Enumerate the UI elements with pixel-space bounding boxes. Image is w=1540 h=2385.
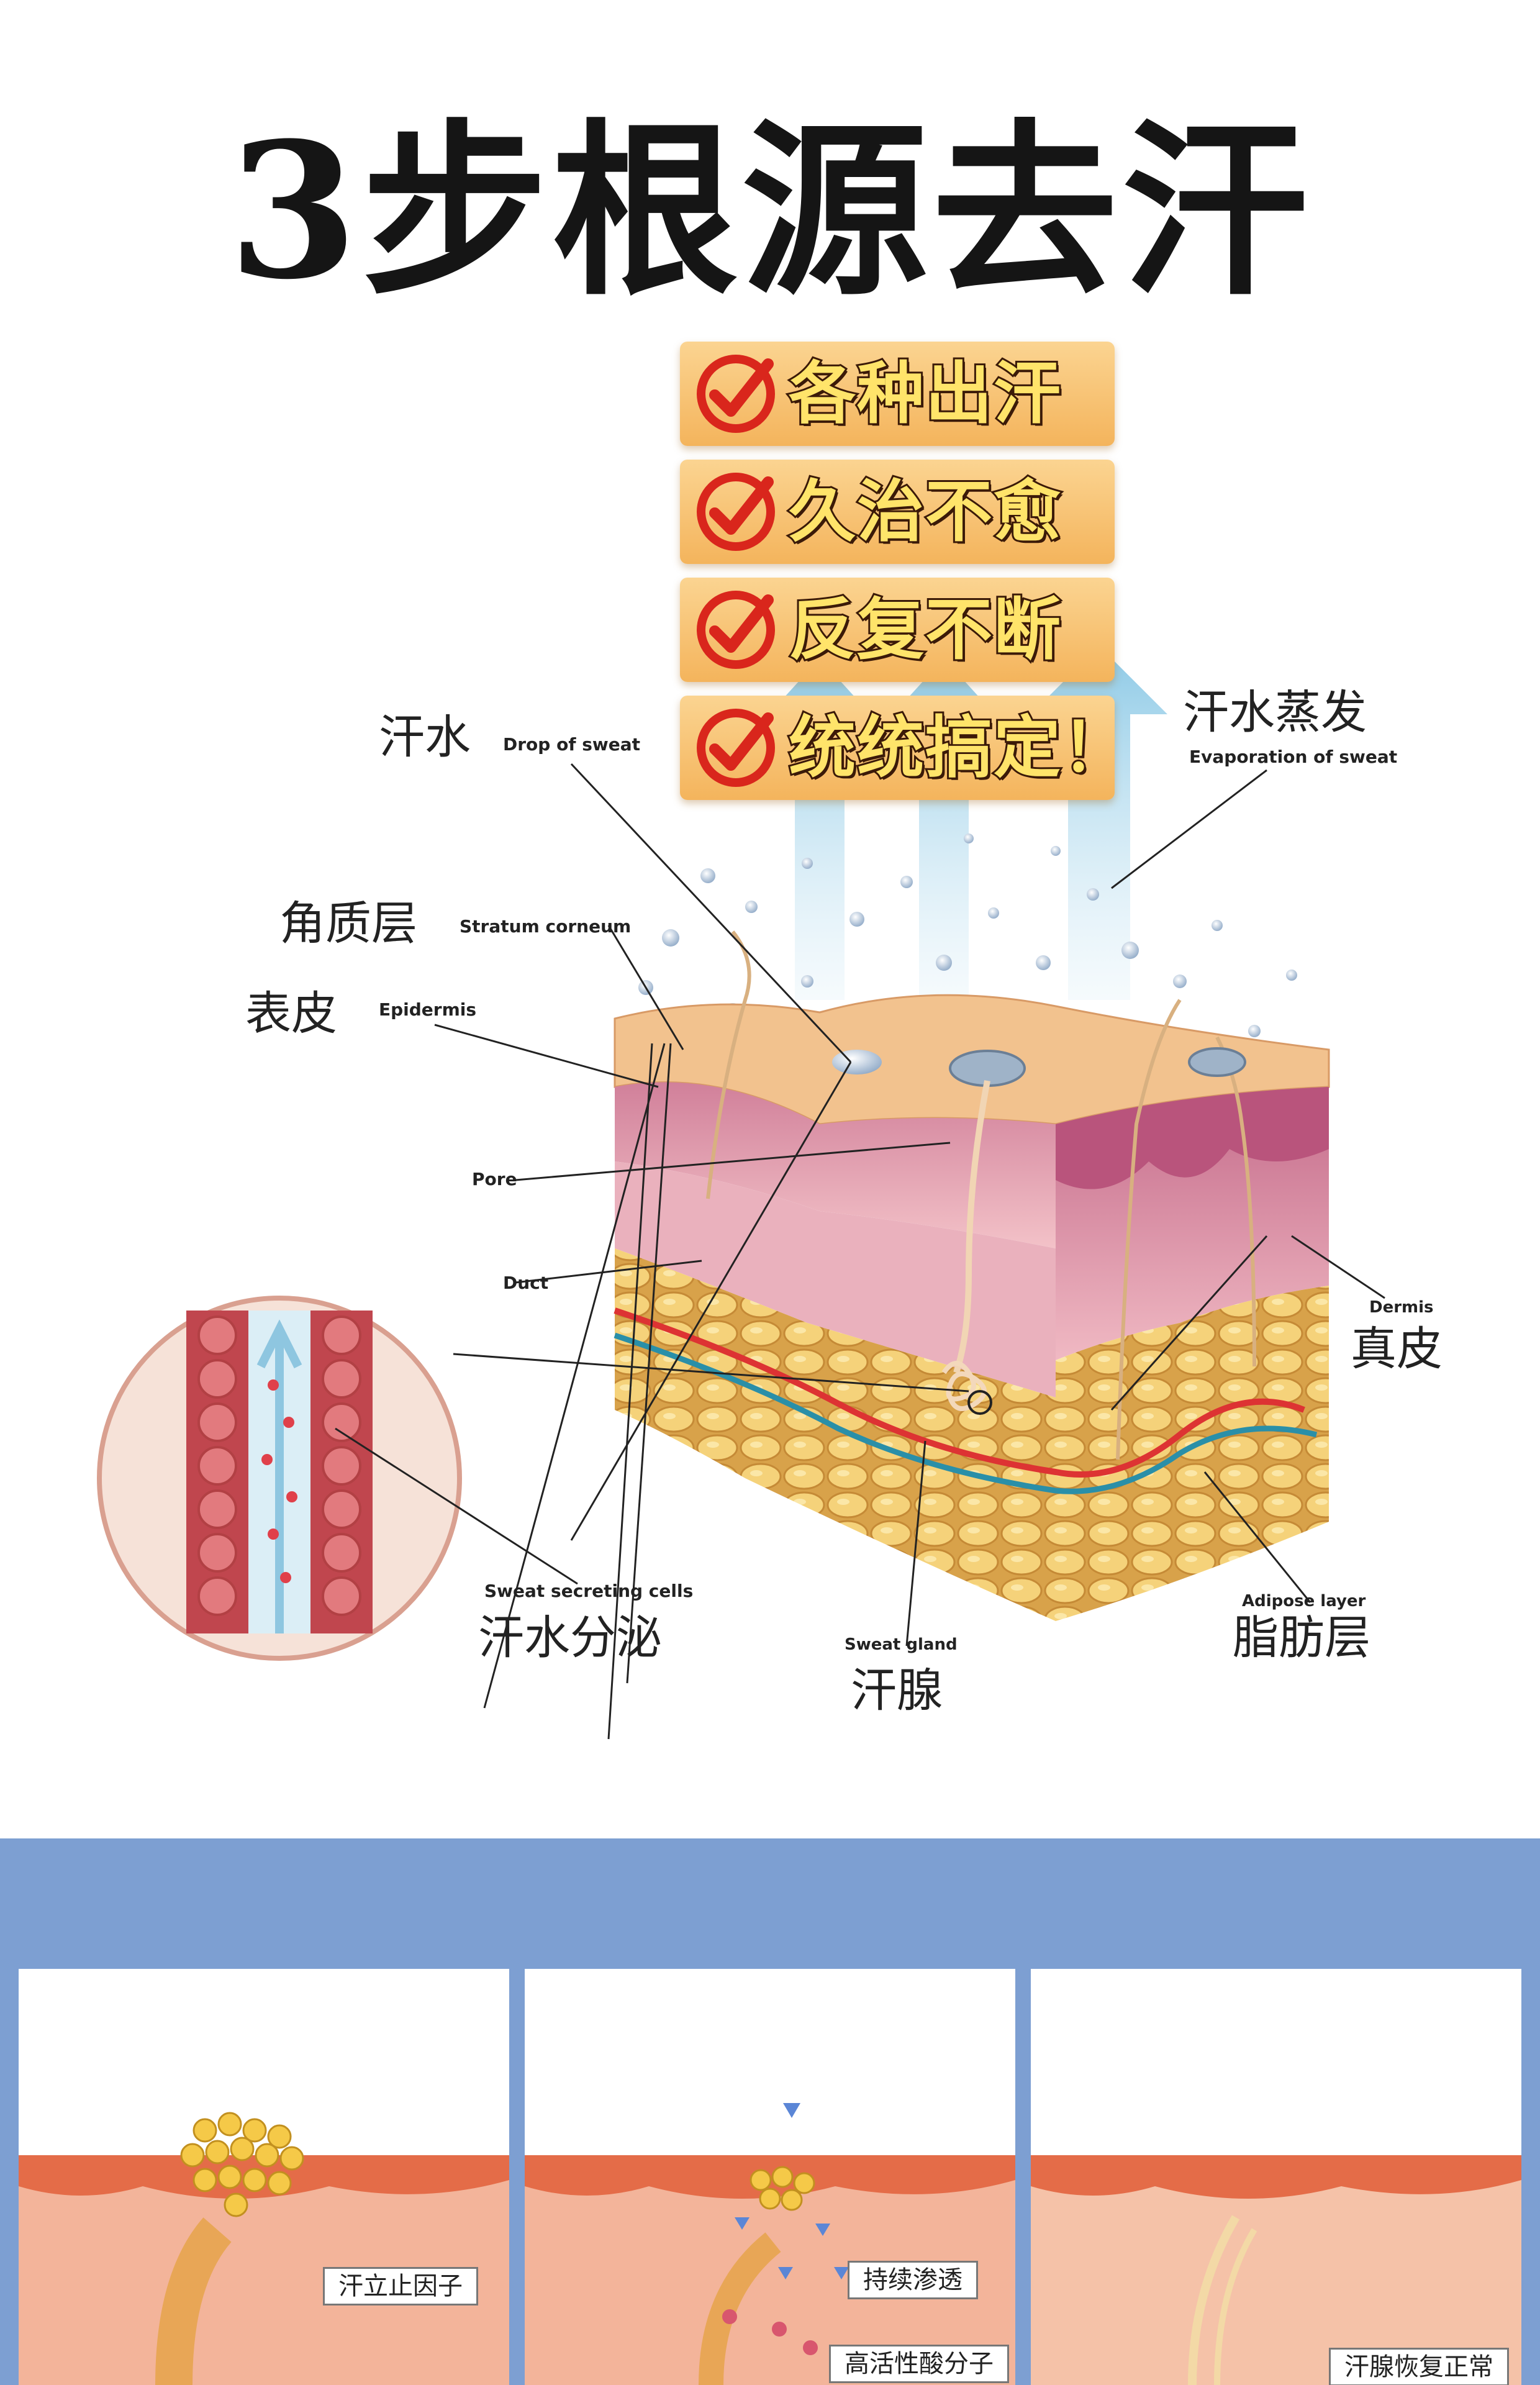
magnified-secreting-cells (97, 1296, 462, 1661)
artery (614, 1307, 1305, 1478)
skin-step-1-illustration (19, 2112, 509, 2385)
badge-label: 反复不断 (787, 589, 1062, 671)
vein (614, 1332, 1318, 1494)
arrow-left-shape (758, 658, 882, 1000)
step-3-tag: 汗腺恢复正常 (1329, 2348, 1509, 2385)
sweat-duct (953, 1080, 990, 1374)
checkmark-circle-icon (697, 355, 775, 433)
skin-step-2-illustration (525, 2103, 1015, 2385)
adipose-front (1056, 1286, 1329, 1621)
label-gland-en: Sweat gland (845, 1635, 958, 1654)
badge-long-untreated: 久治不愈 (680, 460, 1115, 564)
label-duct-en: Duct (503, 1273, 549, 1293)
label-epidermis-en: Epidermis (379, 999, 477, 1020)
badge-label: 各种出汗 (787, 353, 1062, 435)
epidermis-layer (615, 1082, 1056, 1248)
skin-step-3-illustration (1031, 2155, 1521, 2385)
leader-lines (483, 1043, 1268, 1740)
arrow-right-shape (1031, 652, 1167, 1000)
label-leaders (335, 763, 1385, 1647)
checkmark-circle-icon (697, 473, 775, 551)
label-dermis-en: Dermis (1369, 1298, 1434, 1317)
step-1-tag: 汗立止因子 (323, 2267, 478, 2306)
pore (1188, 1047, 1246, 1077)
hair (706, 930, 751, 1199)
label-secreting-cn: 汗水分泌 (478, 1611, 662, 1665)
badge-various-sweating: 各种出汗 (680, 342, 1115, 446)
epidermis-front-wave (1056, 1087, 1329, 1189)
adipose-left (615, 1248, 1056, 1621)
evaporation-arrows (758, 652, 1167, 1000)
sweat-gland (941, 1361, 987, 1411)
label-adipose-cn: 脂肪层 (1233, 1611, 1370, 1665)
badge-label: 统统搞定！ (787, 707, 1131, 789)
hair (1116, 999, 1182, 1460)
label-stratum-cn: 角质层 (279, 897, 417, 950)
label-evaporation-en: Evaporation of sweat (1189, 747, 1398, 767)
badge-all-solved: 统统搞定！ (680, 696, 1131, 800)
arrow-mid-shape (882, 658, 1006, 1000)
label-dermis-cn: 真皮 (1351, 1322, 1443, 1376)
label-sweat-cn: 汗水 (379, 711, 471, 764)
label-pore-en: Pore (472, 1169, 517, 1189)
page-title: 3步根源去汗 (228, 101, 1312, 320)
checkmark-circle-icon (697, 709, 775, 787)
badge-recurring: 反复不断 (680, 578, 1115, 682)
step-panel-3: 汗腺恢复正常 (1031, 1969, 1521, 2385)
step-2-tag-molecule: 高活性酸分子 (829, 2345, 1009, 2383)
skin-diagram (97, 834, 1330, 1740)
label-gland-cn: 汗腺 (851, 1664, 943, 1717)
step-panel-1: 汗立止因子 (19, 1969, 509, 2385)
step-panel-2: 持续渗透 高活性酸分子 (525, 1969, 1015, 2385)
label-stratum-en: Stratum corneum (460, 916, 632, 937)
checkmark-circle-icon (697, 591, 775, 669)
label-epidermis-cn: 表皮 (245, 987, 337, 1040)
badge-label: 久治不愈 (787, 471, 1062, 553)
label-evaporation-cn: 汗水蒸发 (1183, 686, 1367, 739)
label-secreting-en: Sweat secreting cells (484, 1581, 694, 1601)
gland-zoom-marker (967, 1390, 992, 1415)
label-sweat-en: Drop of sweat (503, 734, 641, 755)
label-adipose-en: Adipose layer (1242, 1592, 1366, 1610)
dermis-left (615, 1161, 1056, 1397)
step-2-tag-penetration: 持续渗透 (848, 2261, 978, 2299)
